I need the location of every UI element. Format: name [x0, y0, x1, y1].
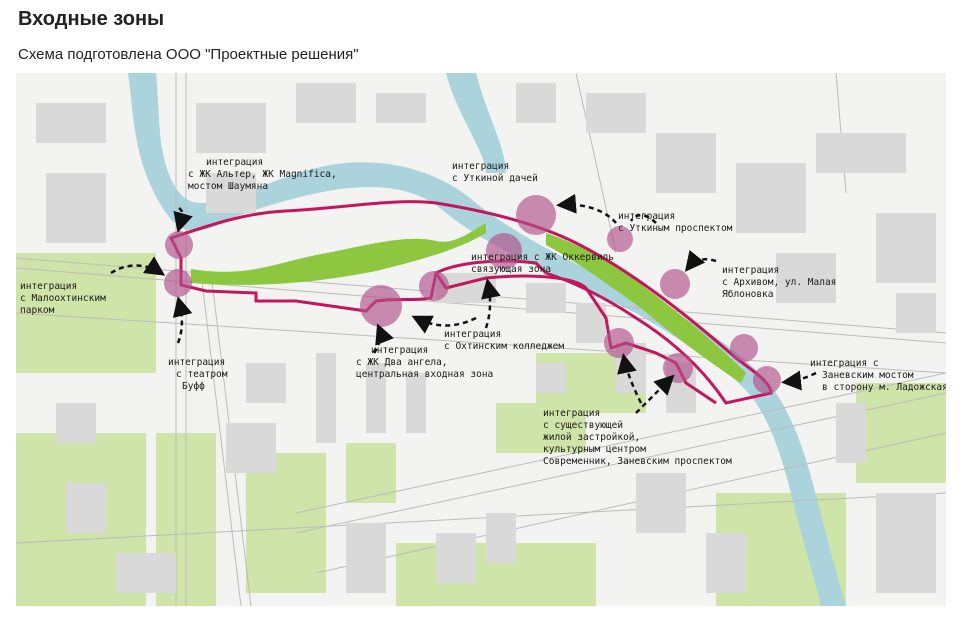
label-okhtinsky-college: интеграция с Охтинским колледжем: [444, 329, 564, 352]
entry-zone-dva-angela: [360, 285, 402, 327]
entry-zone-malookhtinsky: [164, 269, 192, 297]
entry-zone-arkhiv: [660, 269, 690, 299]
entry-zone-okhtinsky: [419, 271, 449, 301]
entry-zone-okkervil: [486, 233, 522, 269]
page-title: Входные зоны: [18, 8, 165, 30]
label-zanevsky-most: интеграция с Заневским мостом в сторону …: [810, 358, 946, 393]
label-utkina: интеграция с Уткиной дачей: [452, 161, 538, 184]
green-strip: [191, 223, 746, 383]
entry-zones: [164, 195, 781, 394]
label-arkhiv: интеграция с Архивом, ул. Малая Яблоновк…: [722, 265, 842, 300]
annotation-labels: интеграция с ЖК Альтер, ЖК Magnifica, мо…: [20, 157, 946, 467]
label-sovremennik: интеграция с существующей жилой застройк…: [543, 408, 732, 467]
label-okkervil: интеграция с ЖК Оккервиль связующая зона: [471, 252, 620, 275]
entry-zone-zanevsky: [753, 366, 781, 394]
label-buff: интеграция с театром Буфф: [168, 357, 233, 392]
label-dva-angela: интеграция с ЖК Два ангела, центральная …: [356, 345, 493, 380]
entry-zone-east: [730, 334, 758, 362]
entry-zone-alter: [165, 231, 193, 259]
map-canvas[interactable]: интеграция с ЖК Альтер, ЖК Magnifica, мо…: [16, 73, 946, 606]
integration-arrows: [110, 193, 817, 414]
entry-zone-sovremennik-1: [604, 328, 634, 358]
label-malookhtinsky: интеграция с Малоохтинским парком: [20, 281, 112, 316]
entry-zone-sovremennik-2: [663, 353, 693, 383]
entry-zone-utkina: [516, 195, 556, 235]
label-alter: интеграция с ЖК Альтер, ЖК Magnifica, мо…: [188, 157, 342, 192]
page-subtitle: Схема подготовлена ООО "Проектные решени…: [18, 46, 359, 63]
entry-zone-utkin-prospekt: [607, 226, 633, 252]
label-utkin-prospekt: интеграция с Уткиным проспектом: [618, 211, 733, 234]
